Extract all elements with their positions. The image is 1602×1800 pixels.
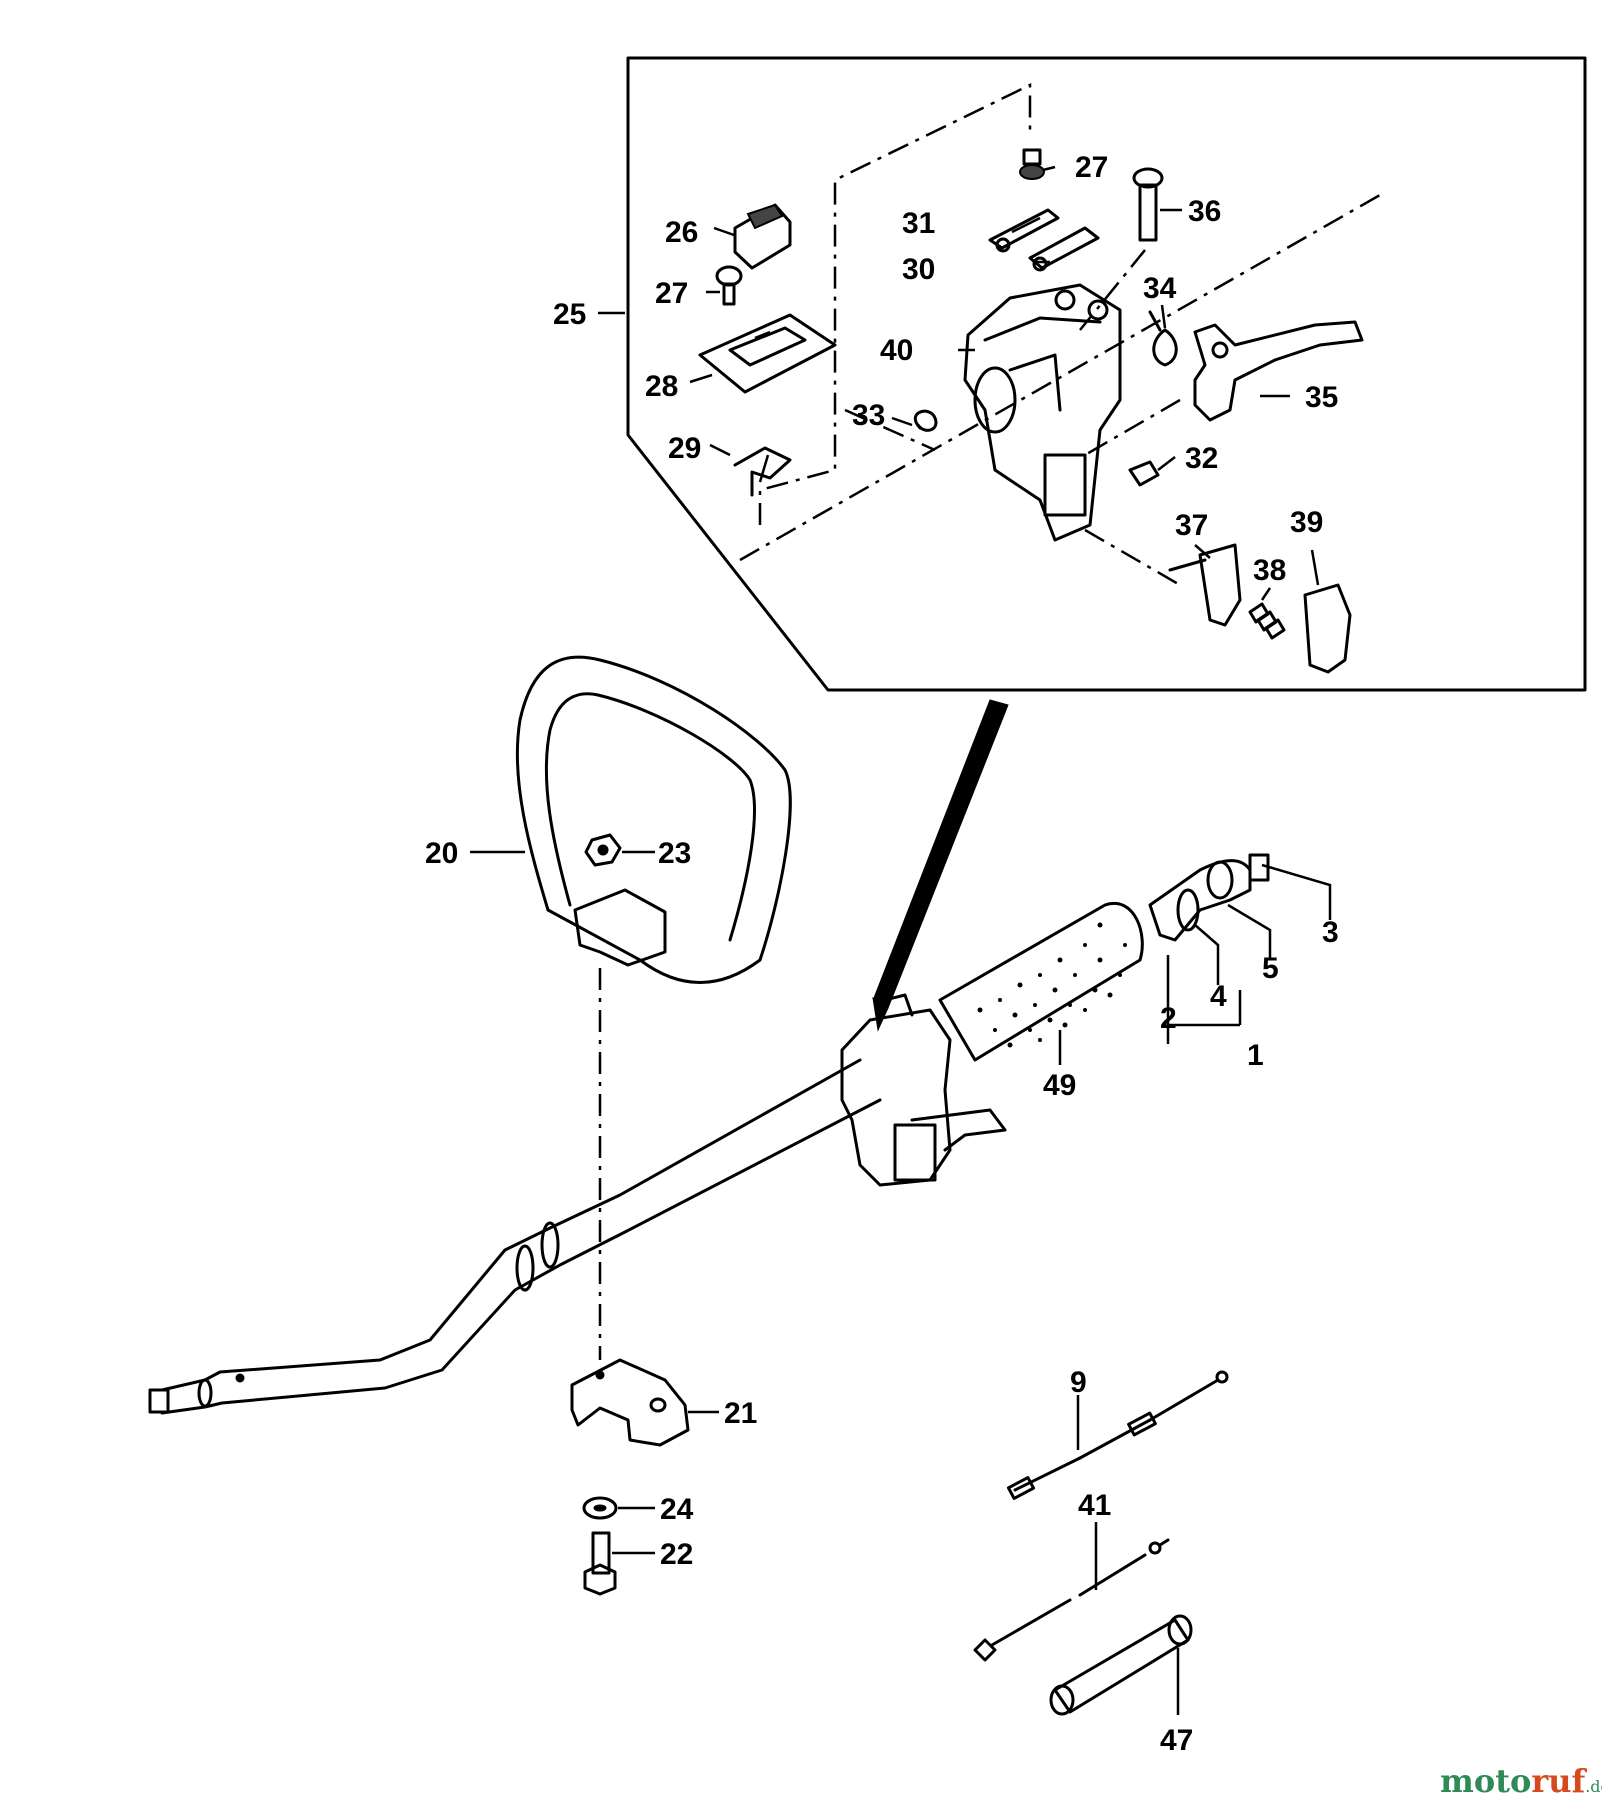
part-34-spring	[1148, 310, 1178, 367]
callout-24: 24	[660, 1493, 694, 1526]
callout-29: 29	[668, 432, 701, 465]
watermark-part1: moto	[1440, 1762, 1531, 1800]
part-36-bolt	[1132, 167, 1164, 242]
callout-41: 41	[1078, 1489, 1111, 1522]
callout-4: 4	[1210, 980, 1227, 1013]
part-35-throttle-lever	[1193, 320, 1364, 422]
watermark-part3: .de	[1585, 1777, 1602, 1796]
part-20-loop-handle	[515, 655, 792, 984]
callout-27-top: 27	[1075, 151, 1108, 184]
callout-47: 47	[1160, 1724, 1193, 1757]
callout-35: 35	[1305, 381, 1338, 414]
callout-3: 3	[1322, 916, 1339, 949]
callout-9: 9	[1070, 1366, 1087, 1399]
part-40-housing	[963, 283, 1122, 542]
callout-23: 23	[658, 837, 691, 870]
callout-2: 2	[1160, 1002, 1177, 1035]
part-21-clamp-lower	[570, 1358, 690, 1447]
part-49-grip	[938, 901, 1144, 1062]
part-27-screw-left	[715, 265, 743, 306]
part-22-bolt	[583, 1531, 617, 1596]
part-30-lever	[1028, 226, 1100, 272]
part-33-clip	[913, 409, 938, 432]
callout-34: 34	[1143, 272, 1177, 305]
watermark-part2: ruf	[1531, 1762, 1587, 1800]
callout-labels: 27 36 31 30 26 27 25 34 40 35 28 33 29 3…	[425, 151, 1339, 1757]
part-47-tube	[1049, 1614, 1193, 1716]
callout-21: 21	[724, 1397, 757, 1430]
callout-28: 28	[645, 370, 678, 403]
part-24-washer	[582, 1496, 618, 1520]
part-41-stop-wire	[973, 1538, 1170, 1662]
callout-31: 31	[902, 207, 935, 240]
part-29-clip	[733, 446, 792, 497]
part-38-spring	[1248, 602, 1286, 640]
watermark-logo: motoruf.de	[1440, 1762, 1602, 1800]
callout-37: 37	[1175, 509, 1208, 542]
callout-22: 22	[660, 1538, 693, 1571]
callout-27-left: 27	[655, 277, 688, 310]
part-27-screw-top	[1019, 148, 1045, 180]
callout-49: 49	[1043, 1069, 1076, 1102]
detail-pointer-arrow	[873, 699, 1009, 1009]
part-26-button	[733, 203, 792, 270]
callout-38: 38	[1253, 554, 1286, 587]
callout-33: 33	[852, 399, 885, 432]
part-37-trigger	[1168, 543, 1242, 627]
callout-leaders	[470, 165, 1332, 1715]
part-20-clamp-upper	[573, 888, 667, 967]
callout-30: 30	[902, 253, 935, 286]
callout-1: 1	[1247, 1039, 1264, 1072]
part-23-nut	[584, 833, 622, 867]
callout-40: 40	[880, 334, 913, 367]
callout-36: 36	[1188, 195, 1221, 228]
part-9-throttle-cable	[1006, 1370, 1229, 1500]
throttle-housing	[840, 993, 1007, 1187]
drive-shaft-tube	[148, 1058, 882, 1415]
assembly-centerlines	[739, 83, 1381, 587]
callout-25: 25	[553, 298, 586, 331]
callout-20: 20	[425, 837, 458, 870]
part-31-lever	[988, 208, 1060, 253]
part-39-cover	[1303, 583, 1352, 674]
callout-39: 39	[1290, 506, 1323, 539]
callout-5: 5	[1262, 952, 1279, 985]
svg-text:motoruf.de: motoruf.de	[1440, 1762, 1602, 1800]
callout-26: 26	[665, 216, 698, 249]
detail-inset-frame	[626, 56, 1587, 692]
callout-32: 32	[1185, 442, 1218, 475]
part-28-plate	[698, 313, 837, 394]
shaft-end-fittings	[1148, 853, 1270, 942]
part-32-nut	[1128, 460, 1160, 487]
